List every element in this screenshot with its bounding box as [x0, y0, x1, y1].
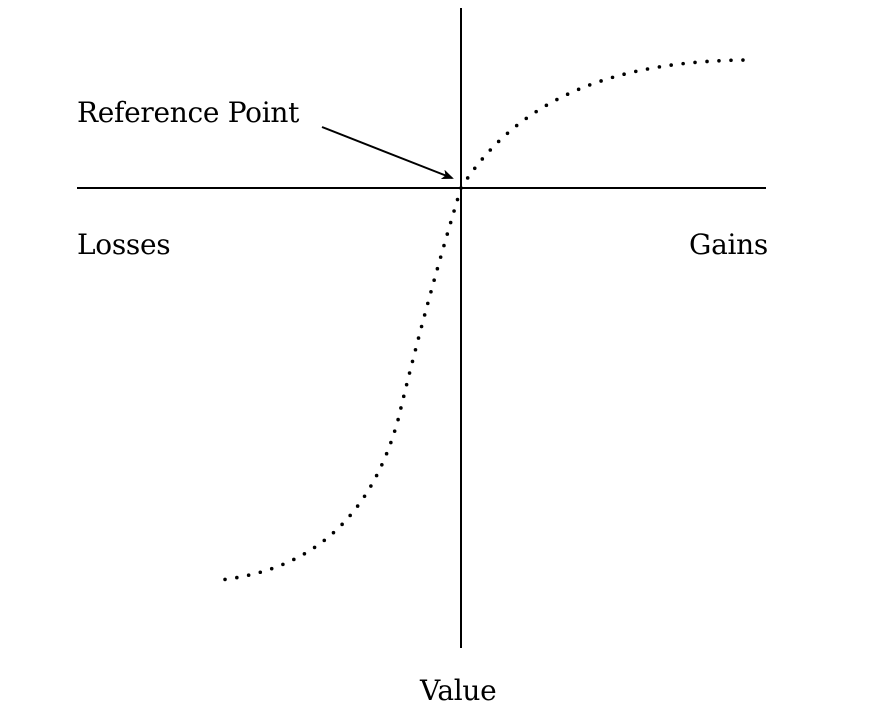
- losses-label: Losses: [77, 228, 171, 261]
- gains-label: Gains: [689, 228, 768, 261]
- gains-curve: [459, 58, 754, 190]
- value-label: Value: [420, 674, 497, 707]
- reference-point-label: Reference Point: [77, 96, 300, 129]
- losses-curve: [218, 186, 463, 582]
- reference-point-arrow: [321, 126, 454, 180]
